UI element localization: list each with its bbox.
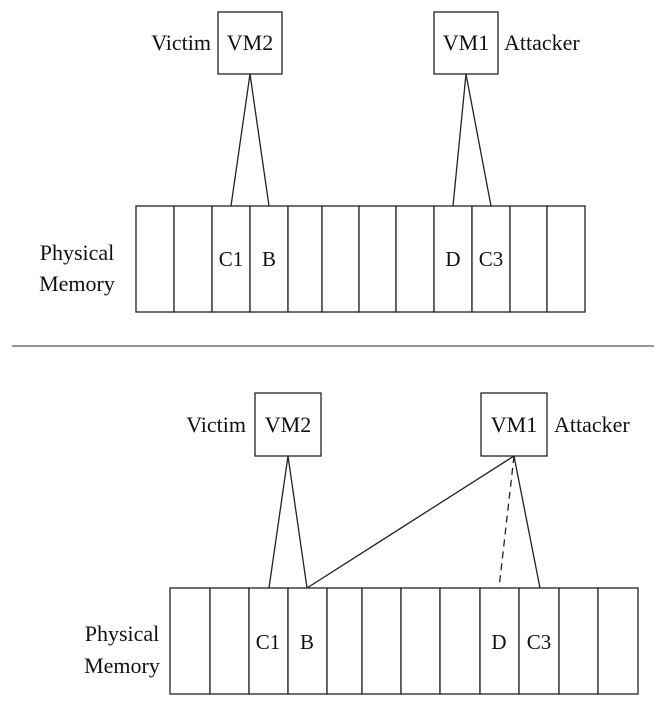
bottom-victim-to-b-line (287, 455, 308, 589)
bottom-cell-label-c1: C1 (256, 630, 281, 654)
top-memory-label-line2: Memory (39, 271, 115, 296)
top-attacker-label: Attacker (504, 30, 580, 55)
bottom-memory-cell (326, 587, 363, 695)
bottom-victim-vm-box (254, 392, 322, 457)
top-victim-to-b-line (249, 73, 270, 207)
top-memory-row (135, 205, 586, 313)
top-attacker-vm-box (433, 11, 499, 75)
bottom-memory-label-line1: Physical (85, 621, 160, 646)
bottom-memory-cell (479, 587, 520, 695)
top-memory-cell (135, 205, 175, 313)
bottom-memory-row (169, 587, 639, 695)
bottom-attacker-to-c3-line (513, 455, 541, 589)
top-victim-vm-label: VM2 (227, 30, 273, 55)
top-cell-label-d: D (445, 247, 460, 271)
top-memory-cell (509, 205, 548, 313)
top-memory-cell (358, 205, 397, 313)
top-memory-cell (433, 205, 473, 313)
bottom-victim-vm-label: VM2 (265, 412, 311, 437)
bottom-attacker-to-b-line (306, 455, 515, 589)
top-victim-to-c1-line (230, 73, 251, 207)
bottom-memory-cell (361, 587, 402, 695)
top-victim-label: Victim (151, 30, 211, 55)
top-memory-cell (395, 205, 435, 313)
bottom-victim-to-c1-line (268, 455, 289, 589)
bottom-memory-cell (400, 587, 441, 695)
bottom-attacker-vm-label: VM1 (491, 412, 537, 437)
bottom-memory-label-line2: Memory (84, 653, 160, 678)
top-memory-cell (321, 205, 360, 313)
bottom-memory-cell (597, 587, 639, 695)
bottom-memory-cell (209, 587, 250, 695)
bottom-cell-label-d: D (491, 630, 506, 654)
bottom-panel: VM2 VM1 Victim Attacker Physical Memory (84, 392, 639, 695)
top-memory-cell (211, 205, 251, 313)
bottom-cell-label-b: B (300, 630, 314, 654)
bottom-victim-label: Victim (186, 412, 246, 437)
top-cell-label-b: B (262, 247, 276, 271)
top-memory-cell (287, 205, 323, 313)
top-attacker-vm-label: VM1 (443, 30, 489, 55)
bottom-memory-cell (439, 587, 481, 695)
bottom-attacker-label: Attacker (554, 412, 630, 437)
bottom-cell-label-c3: C3 (527, 630, 552, 654)
top-memory-cell (546, 205, 586, 313)
top-cell-label-c1: C1 (219, 247, 244, 271)
top-victim-vm-box (217, 11, 283, 75)
bottom-memory-cell (287, 587, 328, 695)
top-panel: VM2 VM1 Victim Attacker Physical Memory … (39, 11, 586, 313)
top-attacker-to-c3-line (465, 73, 492, 207)
bottom-attacker-to-d-dashed-line (498, 455, 515, 589)
bottom-memory-cell (169, 587, 211, 695)
top-attacker-to-d-line (452, 73, 467, 207)
bottom-memory-cell (248, 587, 289, 695)
top-memory-cell (471, 205, 511, 313)
top-memory-cell (173, 205, 213, 313)
bottom-attacker-vm-box (480, 392, 548, 457)
bottom-memory-cell (558, 587, 599, 695)
top-cell-label-c3: C3 (479, 247, 504, 271)
top-memory-label-line1: Physical (40, 240, 115, 265)
